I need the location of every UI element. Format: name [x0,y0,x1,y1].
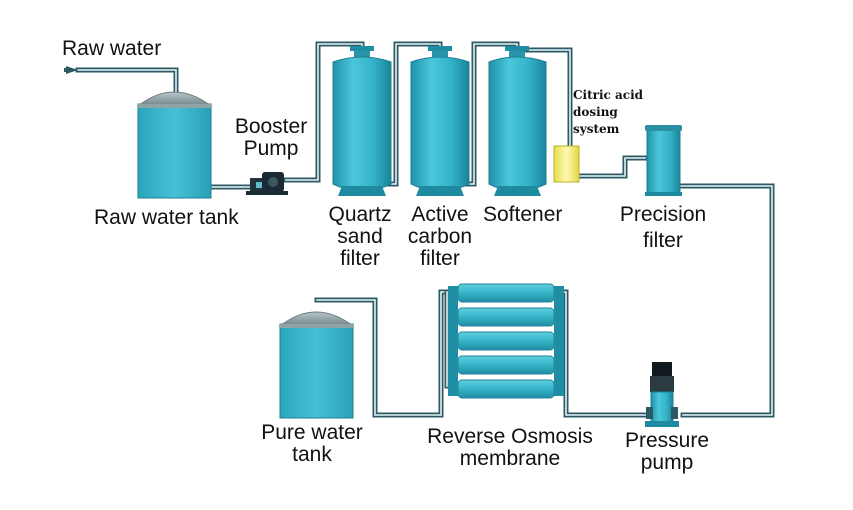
precision-filter-vessel [645,125,682,196]
label-citric-line2: dosing [573,105,618,119]
label-raw-water: Raw water [62,37,162,60]
label-booster-pump-line2: Pump [243,137,299,160]
label-booster-pump-line1: Booster [234,115,308,138]
label-precision-filter: Precision filter [605,202,721,254]
label-precision-line2: filter [643,229,683,252]
label-carbon-line1: Active [411,203,469,226]
pressure-pump [645,362,679,427]
label-quartz-line2: sand [337,225,383,248]
booster-pump [246,172,288,195]
label-carbon-line2: carbon [407,225,473,248]
label-citric-line3: system [573,122,620,136]
citric-acid-dosing-box [553,145,580,183]
label-softener: Softener [483,203,563,226]
label-ro-line1: Reverse Osmosis [427,425,593,448]
pure-water-tank [278,311,355,419]
label-ro-line2: membrane [459,447,561,470]
label-carbon-line3: filter [420,247,460,270]
label-booster-pump: Booster Pump [226,116,316,160]
raw-water-inlet-arrow [64,66,78,74]
label-active-carbon-filter: Active carbon filter [400,204,480,270]
label-citric-acid-dosing: Citric acid dosing system [573,87,643,138]
label-pure-line1: Pure water [261,421,363,444]
label-quartz-sand-filter: Quartz sand filter [320,204,400,270]
label-raw-water-tank: Raw water tank [94,206,239,229]
label-precision-line1: Precision [619,203,707,226]
quartz-sand-filter [332,46,392,196]
pipe-raw-inlet [75,67,179,99]
active-carbon-filter [410,46,470,196]
label-pressure-line1: Pressure [624,429,710,452]
softener-vessel [488,46,547,196]
label-citric-line1: Citric acid [573,88,644,102]
label-pressure-pump: Pressure pump [612,430,722,474]
label-quartz-line1: Quartz [328,203,392,226]
label-reverse-osmosis-membrane: Reverse Osmosis membrane [410,426,610,470]
label-quartz-line3: filter [340,247,380,270]
label-pure-line2: tank [292,443,332,466]
ro-membrane-stack [448,283,564,399]
label-pure-water-tank: Pure water tank [254,422,370,466]
pipe-pressure-to-ro [553,289,650,418]
label-pressure-line2: pump [640,451,694,474]
raw-water-tank [136,91,213,199]
pipe-dosing-to-precision [576,155,648,179]
